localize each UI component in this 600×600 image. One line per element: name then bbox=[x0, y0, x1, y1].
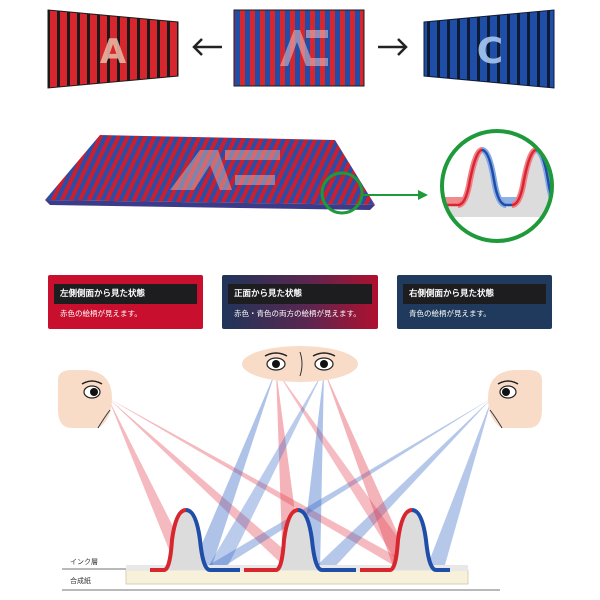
paper-layer-label: 合成紙 bbox=[70, 577, 91, 585]
right-blue-panel: C bbox=[423, 9, 555, 89]
left-arrow-icon bbox=[192, 38, 222, 56]
card-title: 左側側面から見た状態 bbox=[54, 284, 197, 304]
right-viewer-face bbox=[488, 370, 542, 429]
card-description: 赤色・青色の両方の絵柄が見えます。 bbox=[234, 309, 361, 318]
card-description: 青色の絵柄が見えます。 bbox=[409, 309, 491, 318]
card-description: 赤色の絵柄が見えます。 bbox=[60, 309, 142, 318]
zoom-arrow-icon bbox=[363, 190, 428, 200]
panel-letter-c: C bbox=[477, 31, 503, 72]
panel-letter-a: A bbox=[100, 32, 127, 72]
magnified-lens-view bbox=[440, 129, 554, 243]
center-interlaced-panel bbox=[233, 9, 365, 87]
lens-cross-section bbox=[62, 508, 500, 591]
right-view-card: 右側側面から見た状態 青色の絵柄が見えます。 bbox=[397, 275, 552, 329]
right-arrow-icon bbox=[378, 38, 408, 56]
left-viewer-face bbox=[58, 370, 112, 429]
center-viewer-face bbox=[242, 346, 358, 382]
card-title: 右側側面から見た状態 bbox=[403, 284, 546, 304]
perspective-sheet bbox=[45, 135, 375, 210]
card-title: 正面から見た状態 bbox=[228, 284, 372, 304]
ink-layer-label: インク層 bbox=[70, 558, 98, 566]
front-view-card: 正面から見た状態 赤色・青色の両方の絵柄が見えます。 bbox=[222, 275, 378, 329]
left-red-panel: A bbox=[47, 9, 179, 89]
left-view-card: 左側側面から見た状態 赤色の絵柄が見えます。 bbox=[48, 275, 203, 329]
paper-layer bbox=[125, 569, 469, 585]
zoom-origin-circle bbox=[320, 171, 364, 215]
